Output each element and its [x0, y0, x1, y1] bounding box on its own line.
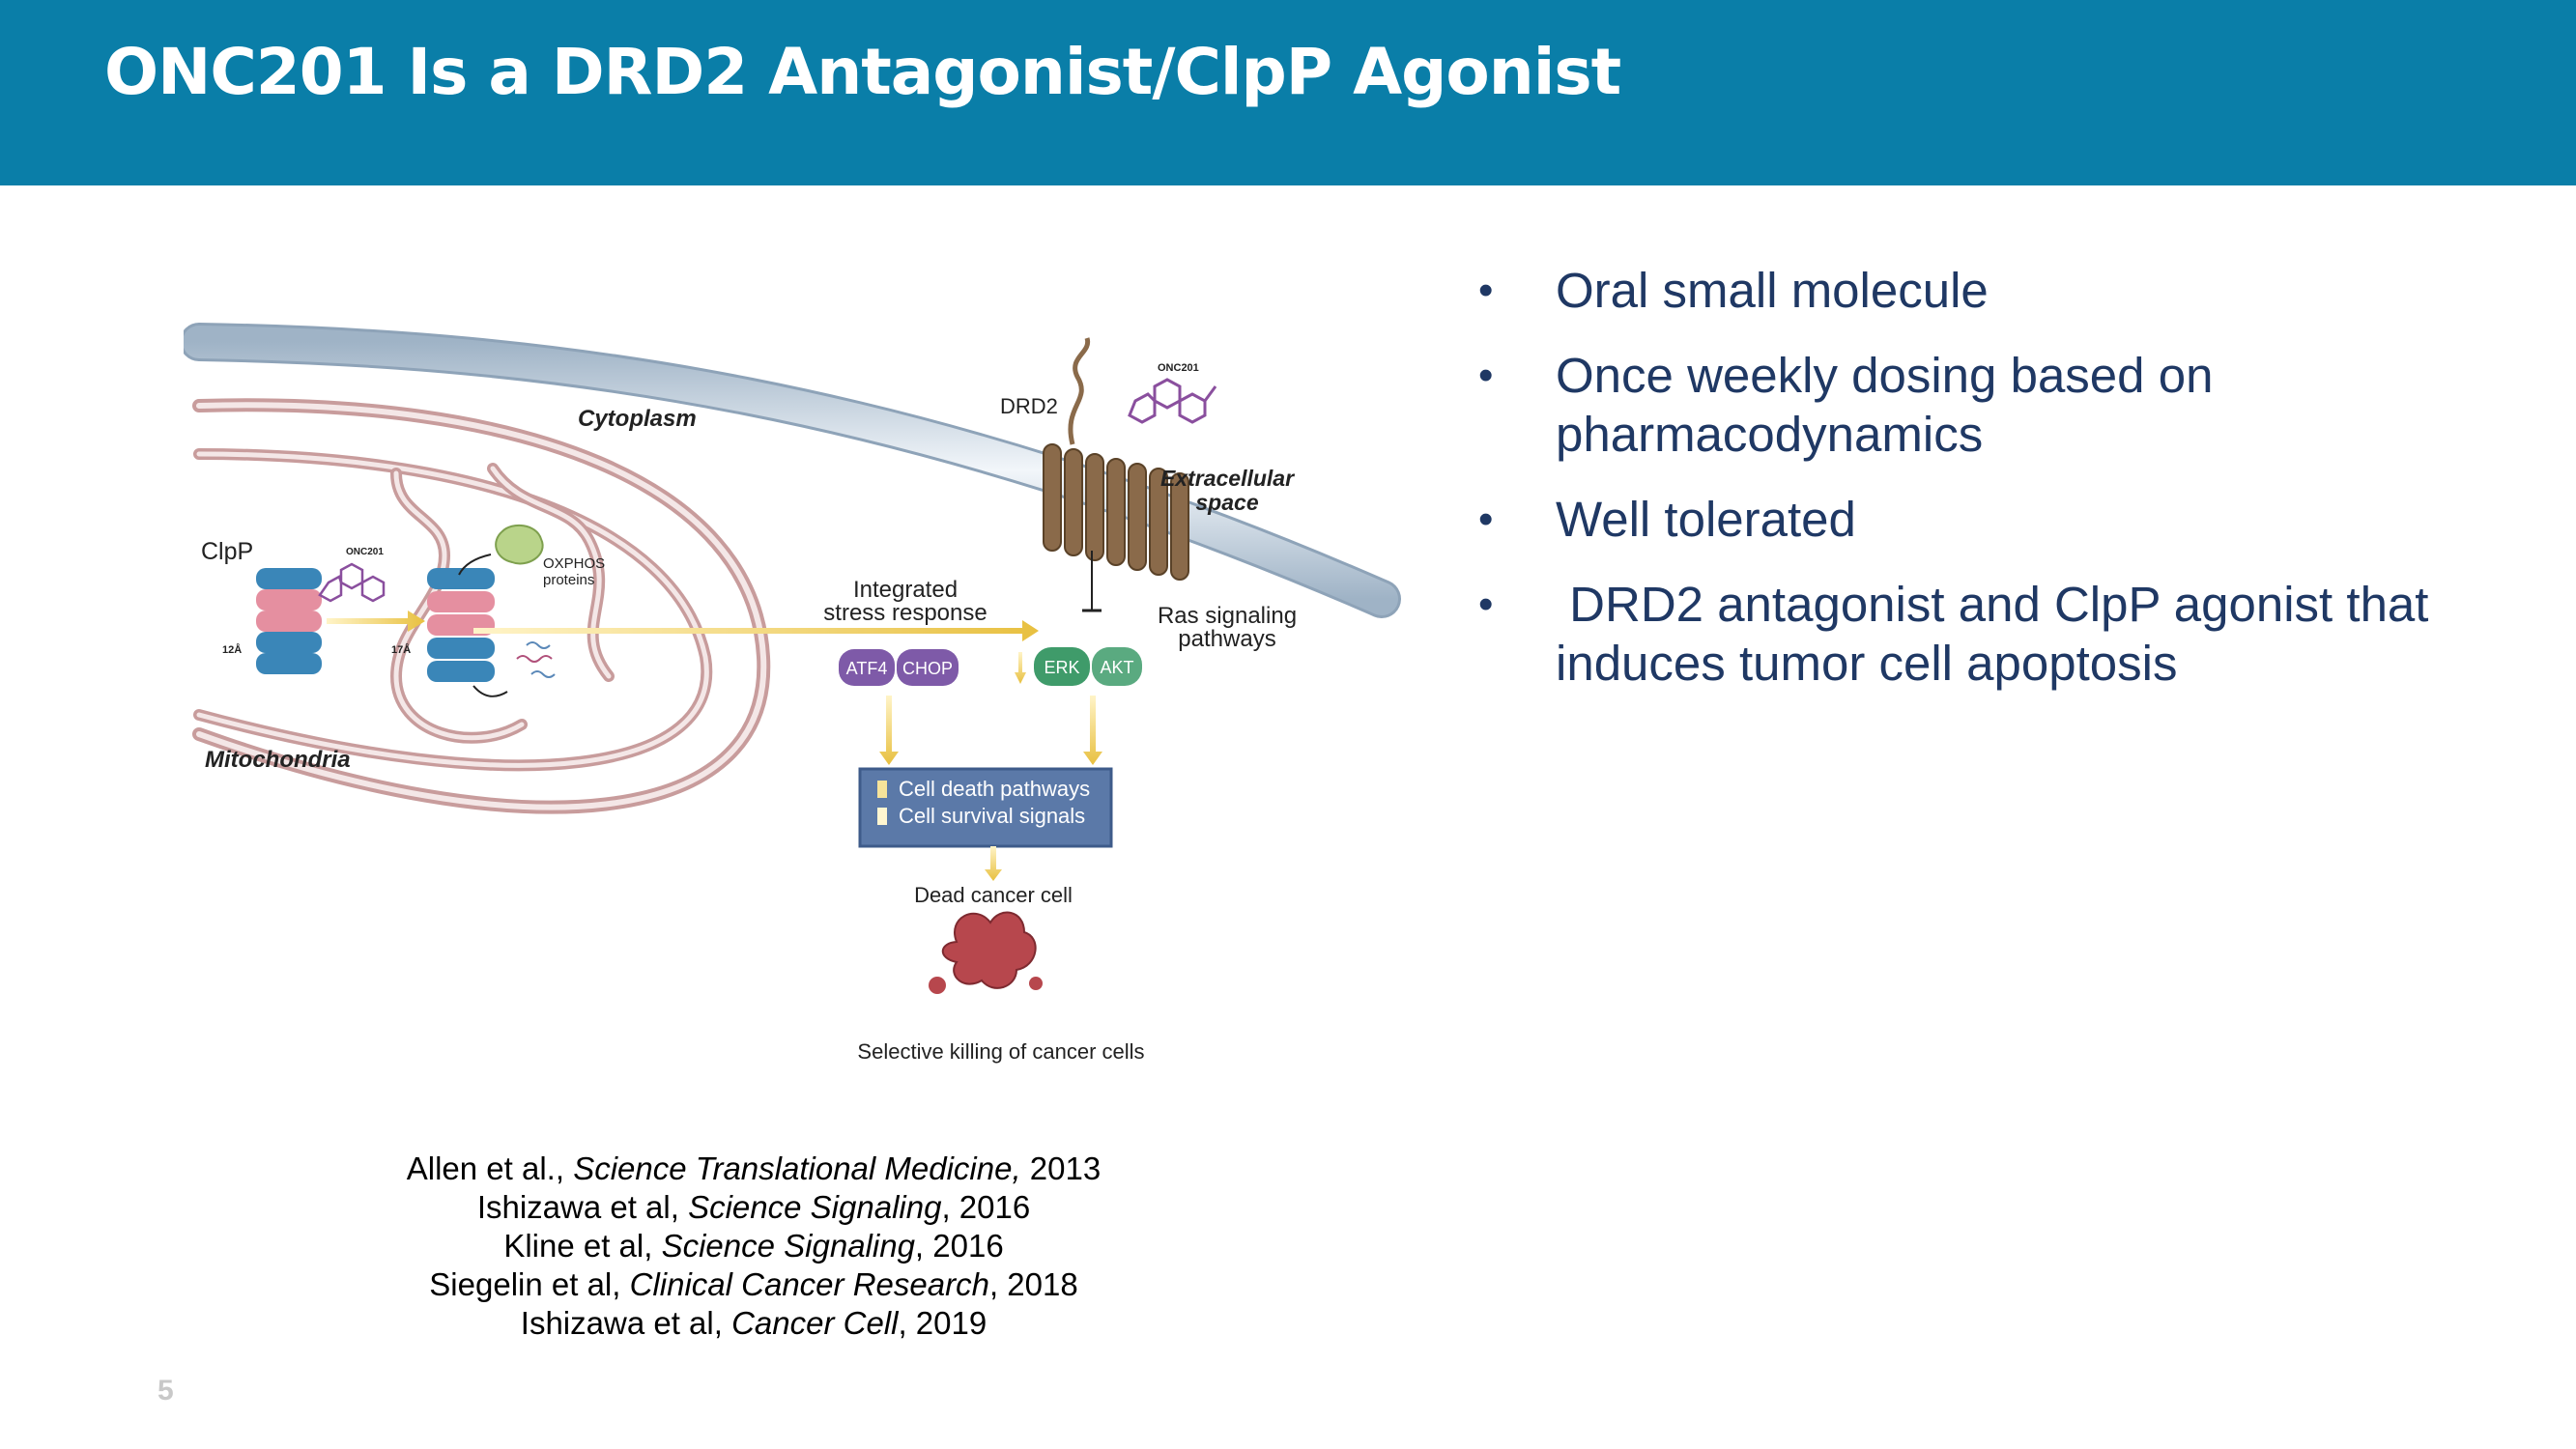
- reference-line: Allen et al., Science Translational Medi…: [406, 1151, 1102, 1186]
- clpp-complex-inactive: [256, 568, 322, 674]
- onc201-molecule-receptor: [1128, 378, 1217, 424]
- chop-label: CHOP: [902, 659, 953, 678]
- bullet-item: •Once weekly dosing based on pharmacodyn…: [1478, 348, 2214, 462]
- oxphos-protein: [495, 524, 544, 565]
- atf4-node: [839, 649, 895, 686]
- clpp-complex-active: [427, 568, 495, 682]
- references: Allen et al., Science Translational Medi…: [329, 1150, 1179, 1343]
- dist-17-label: 17Å: [391, 643, 411, 656]
- onc201-molecule-clpp: [318, 562, 386, 603]
- box-line-2: Cell survival signals: [899, 804, 1085, 828]
- onc201-label-clpp: ONC201: [346, 547, 384, 557]
- title-bar: ONC201 Is a DRD2 Antagonist/ClpP Agonist: [0, 0, 2576, 185]
- reference-line: Ishizawa et al, Cancer Cell, 2019: [520, 1305, 987, 1341]
- erk-label: ERK: [1044, 658, 1079, 677]
- selective-killing-label: Selective killing of cancer cells: [857, 1039, 1144, 1064]
- isr-label-1: Integrated: [853, 577, 958, 603]
- clpp-label: ClpP: [201, 538, 253, 565]
- extracellular-label-1: Extracellular: [1160, 466, 1295, 491]
- bullet-dot-icon: •: [1478, 496, 1494, 543]
- akt-label: AKT: [1100, 658, 1133, 677]
- mitochondria-label: Mitochondria: [205, 747, 351, 773]
- extracellular-label-2: space: [1195, 490, 1258, 515]
- page-number: 5: [157, 1375, 174, 1406]
- chop-node: [897, 649, 959, 686]
- degraded-peptides: [516, 641, 556, 678]
- erk-node: [1034, 647, 1090, 686]
- bullet-item: •Oral small molecule: [1478, 263, 1989, 318]
- akt-node: [1092, 647, 1142, 686]
- reference-line: Siegelin et al, Clinical Cancer Research…: [429, 1266, 1078, 1302]
- isr-label-2: stress response: [823, 600, 987, 626]
- ras-label-2: pathways: [1178, 626, 1275, 652]
- oxphos-label-2: proteins: [543, 572, 594, 588]
- ras-label-1: Ras signaling: [1158, 603, 1297, 629]
- dead-cancer-cell: [941, 911, 1037, 989]
- reference-line: Ishizawa et al, Science Signaling, 2016: [476, 1189, 1031, 1225]
- dead-cell-label: Dead cancer cell: [914, 883, 1073, 907]
- oxphos-label-1: OXPHOS: [543, 555, 605, 572]
- dist-12-label: 12Å: [222, 643, 242, 656]
- bullet-dot-icon: •: [1478, 581, 1494, 628]
- box-line-1: Cell death pathways: [899, 777, 1090, 801]
- bullet-item: • DRD2 antagonist and ClpP agonist that …: [1478, 577, 2443, 691]
- bullet-dot-icon: •: [1478, 267, 1494, 314]
- onc201-label-receptor: ONC201: [1158, 362, 1199, 374]
- bullet-item: •Well tolerated: [1478, 492, 1856, 547]
- reference-line: Kline et al, Science Signaling, 2016: [503, 1228, 1004, 1264]
- slide-title: ONC201 Is a DRD2 Antagonist/ClpP Agonist: [104, 35, 1621, 109]
- bullet-list: •Oral small molecule •Once weekly dosing…: [1478, 261, 2522, 719]
- bullet-dot-icon: •: [1478, 352, 1494, 399]
- drd2-label: DRD2: [1000, 394, 1058, 418]
- outcome-box: [858, 767, 1113, 848]
- cytoplasm-label: Cytoplasm: [578, 406, 697, 432]
- mechanism-diagram: Cytoplasm Mitochondria DRD2 ONC201 Extra…: [184, 323, 1401, 1064]
- atf4-label: ATF4: [846, 659, 888, 678]
- drd2-receptor: [1043, 443, 1189, 581]
